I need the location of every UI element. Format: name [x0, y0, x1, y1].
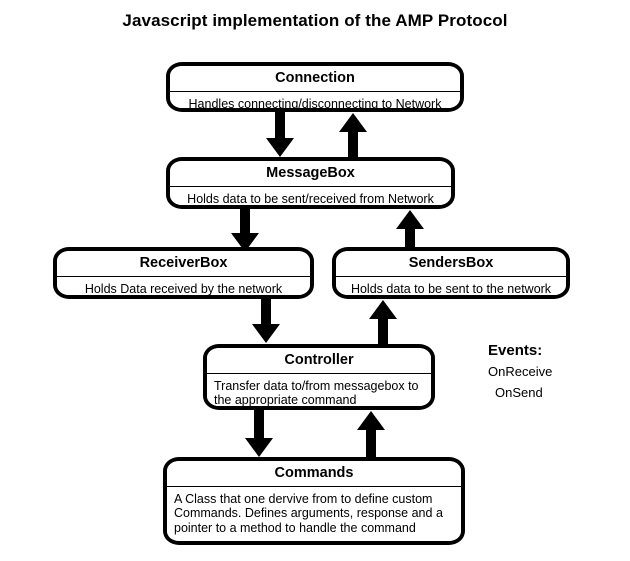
event-item-onreceive: OnReceive — [488, 364, 553, 379]
arrow-messagebox-to-receiverbox — [230, 209, 260, 253]
node-controller[interactable]: Controller Transfer data to/from message… — [203, 344, 435, 410]
event-item-onsend: OnSend — [495, 385, 543, 400]
node-commands[interactable]: Commands A Class that one dervive from t… — [163, 457, 465, 545]
arrow-receiverbox-to-controller — [251, 299, 281, 344]
node-controller-body: Transfer data to/from messagebox to the … — [207, 373, 431, 406]
arrow-connection-to-messagebox — [265, 112, 295, 158]
node-messagebox-body: Holds data to be sent/received from Netw… — [170, 186, 451, 205]
node-connection-title: Connection — [170, 66, 460, 92]
node-messagebox[interactable]: MessageBox Holds data to be sent/receive… — [166, 157, 455, 209]
page-title: Javascript implementation of the AMP Pro… — [122, 11, 508, 30]
node-receiverbox-body: Holds Data received by the network — [57, 276, 310, 295]
node-connection-body: Handles connecting/disconnecting to Netw… — [170, 91, 460, 108]
node-receiverbox-title: ReceiverBox — [57, 251, 310, 277]
arrow-controller-to-sendersbox — [368, 299, 398, 344]
arrow-controller-to-commands — [244, 410, 274, 458]
node-connection[interactable]: Connection Handles connecting/disconnect… — [166, 62, 464, 112]
node-receiverbox[interactable]: ReceiverBox Holds Data received by the n… — [53, 247, 314, 299]
node-commands-title: Commands — [167, 461, 461, 487]
node-messagebox-title: MessageBox — [170, 161, 451, 187]
node-sendersbox[interactable]: SendersBox Holds data to be sent to the … — [332, 247, 570, 299]
node-controller-title: Controller — [207, 348, 431, 374]
arrow-messagebox-to-connection — [338, 112, 368, 158]
arrow-sendersbox-to-messagebox — [395, 209, 425, 253]
node-sendersbox-body: Holds data to be sent to the network — [336, 276, 566, 295]
events-legend: Events: OnReceive OnSend — [488, 341, 608, 403]
arrow-commands-to-controller — [356, 410, 386, 458]
node-commands-body: A Class that one dervive from to define … — [167, 486, 461, 539]
events-heading: Events: — [488, 342, 543, 359]
node-sendersbox-title: SendersBox — [336, 251, 566, 277]
